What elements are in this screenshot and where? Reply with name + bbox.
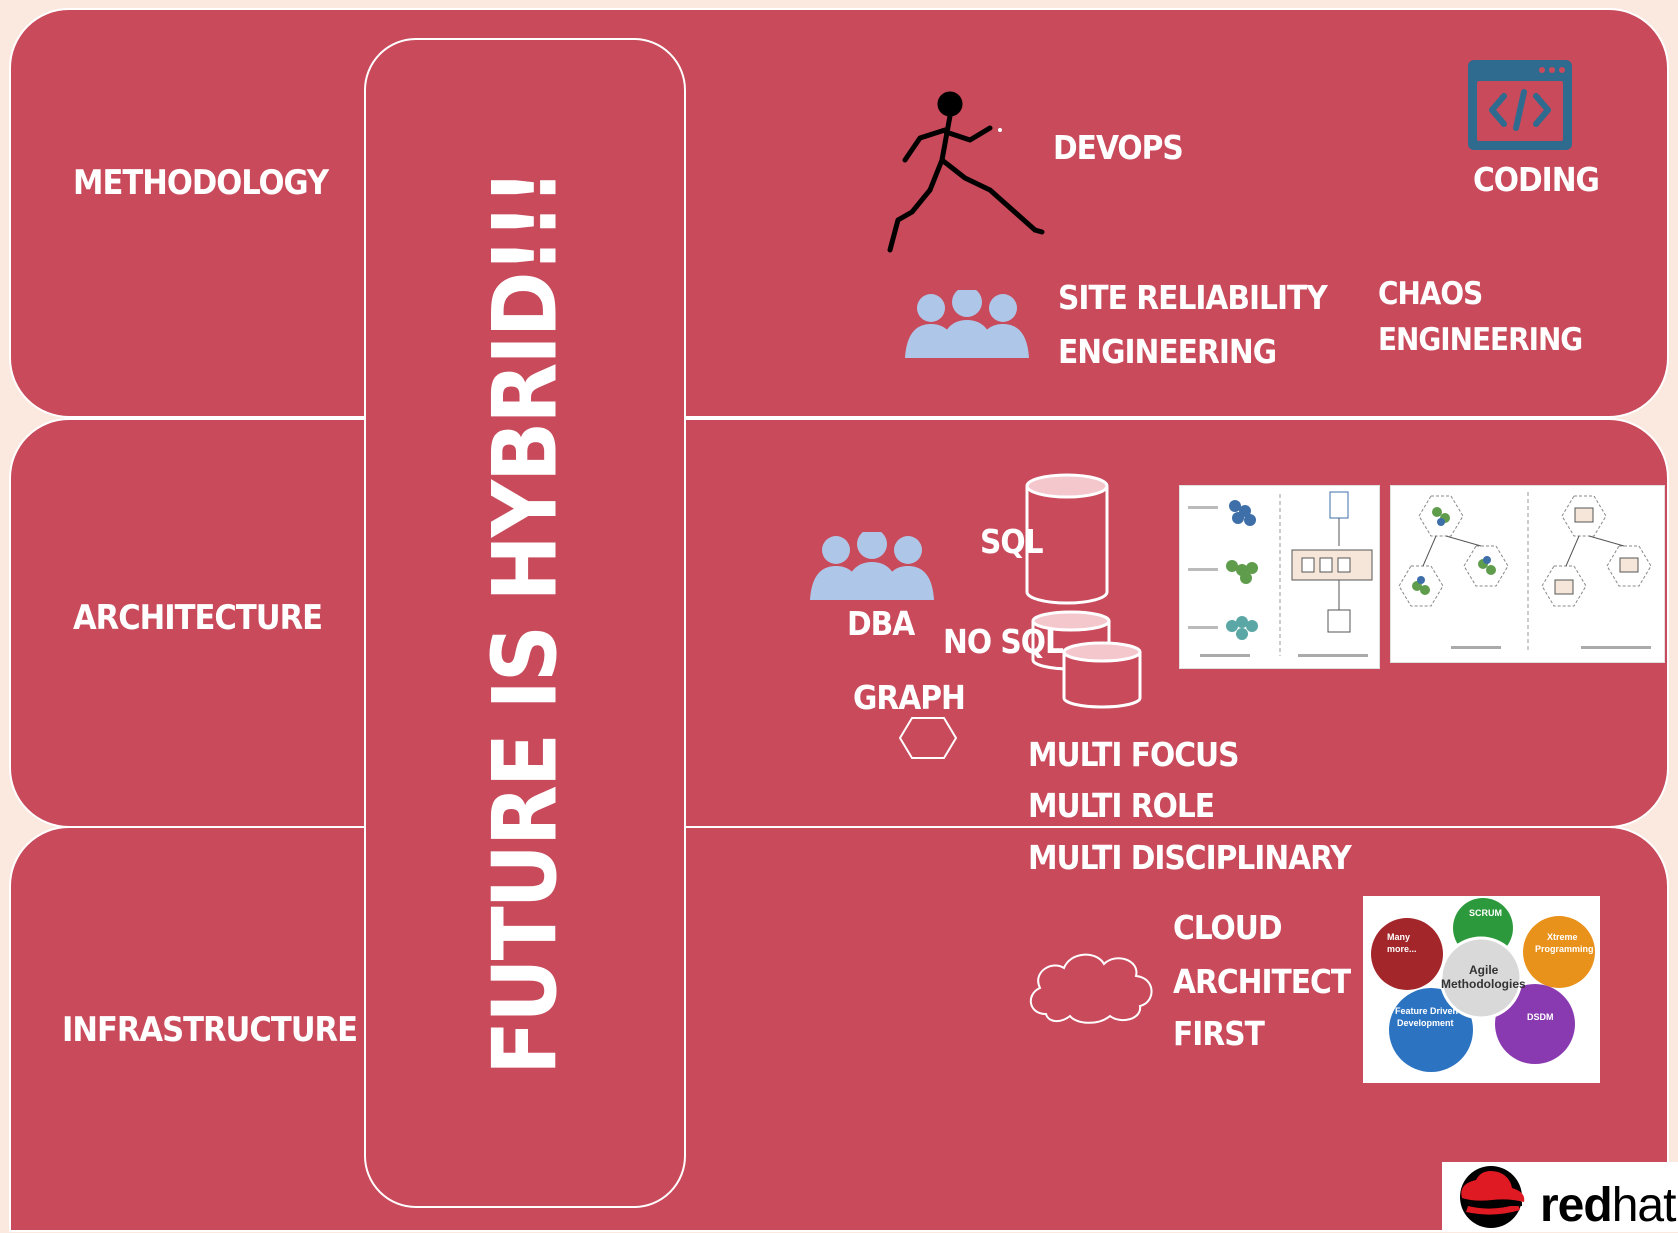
chaos-label-line2: ENGINEERING <box>1378 322 1583 358</box>
sql-label: SQL <box>980 522 1044 561</box>
dba-people-icon <box>810 532 934 600</box>
siloed-teams-diagram <box>1179 485 1380 669</box>
cloud-icon <box>1030 953 1153 1024</box>
redhat-word-red: red <box>1540 1179 1613 1232</box>
agile-xtreme-text-2: Programming <box>1535 944 1594 954</box>
agile-fdd-text-2: Development <box>1397 1018 1454 1028</box>
agile-puzzle-image-icon: SCRUM Xtreme Programming Many more... Fe… <box>1371 898 1595 1072</box>
agile-many-text: Many <box>1387 932 1410 942</box>
redhat-wordmark: redhat <box>1540 1178 1677 1233</box>
multi-focus-label: MULTI FOCUS <box>1028 735 1240 774</box>
multi-role-label: MULTI ROLE <box>1028 786 1215 825</box>
redhat-shadowman-icon <box>1460 1166 1525 1228</box>
agile-center-text-2: Methodologies <box>1441 977 1526 991</box>
cloud-label-line2: ARCHITECT <box>1173 962 1351 1001</box>
coding-label: CODING <box>1473 160 1600 199</box>
nosql-label: NO SQL <box>943 622 1064 661</box>
chaos-label-line1: CHAOS <box>1378 276 1483 312</box>
sre-label-line1: SITE RELIABILITY <box>1058 278 1328 317</box>
nosql-database-icon <box>1031 610 1142 709</box>
team-people-icon <box>905 290 1029 358</box>
cross-functional-teams-diagram <box>1390 485 1665 663</box>
graph-label: GRAPH <box>853 678 966 717</box>
cloud-label-line3: FIRST <box>1173 1014 1265 1053</box>
sql-database-icon <box>1025 473 1109 605</box>
agile-dsdm-text: DSDM <box>1527 1012 1554 1022</box>
center-title: FUTURE IS HYBRID!!! <box>473 171 577 1075</box>
row-label-infrastructure: INFRASTRUCTURE <box>62 1010 358 1050</box>
cross-functional-image-icon <box>1398 492 1652 652</box>
agile-fdd-text: Feature Driven <box>1395 1006 1458 1016</box>
methodology-band <box>9 8 1669 418</box>
sre-label-line2: ENGINEERING <box>1058 332 1277 371</box>
agile-methodologies-diagram: SCRUM Xtreme Programming Many more... Fe… <box>1363 896 1600 1083</box>
agile-many-text-2: more... <box>1387 944 1417 954</box>
dba-label: DBA <box>847 604 915 643</box>
cloud-label-line1: CLOUD <box>1173 908 1283 947</box>
hexagon-icon <box>898 717 958 759</box>
code-window-icon <box>1468 60 1572 150</box>
siloed-teams-image-icon <box>1188 491 1373 657</box>
agile-xtreme-text: Xtreme <box>1547 932 1578 942</box>
row-label-methodology: METHODOLOGY <box>73 163 329 203</box>
runner-icon <box>887 91 1045 253</box>
row-label-architecture: ARCHITECTURE <box>73 598 323 638</box>
agile-scrum-text: SCRUM <box>1469 908 1502 918</box>
multi-disciplinary-label: MULTI DISCIPLINARY <box>1028 838 1352 877</box>
agile-center-text: Agile <box>1469 963 1499 977</box>
redhat-word-hat: hat <box>1611 1179 1677 1232</box>
center-pill <box>364 38 686 1208</box>
devops-label: DEVOPS <box>1053 128 1184 167</box>
